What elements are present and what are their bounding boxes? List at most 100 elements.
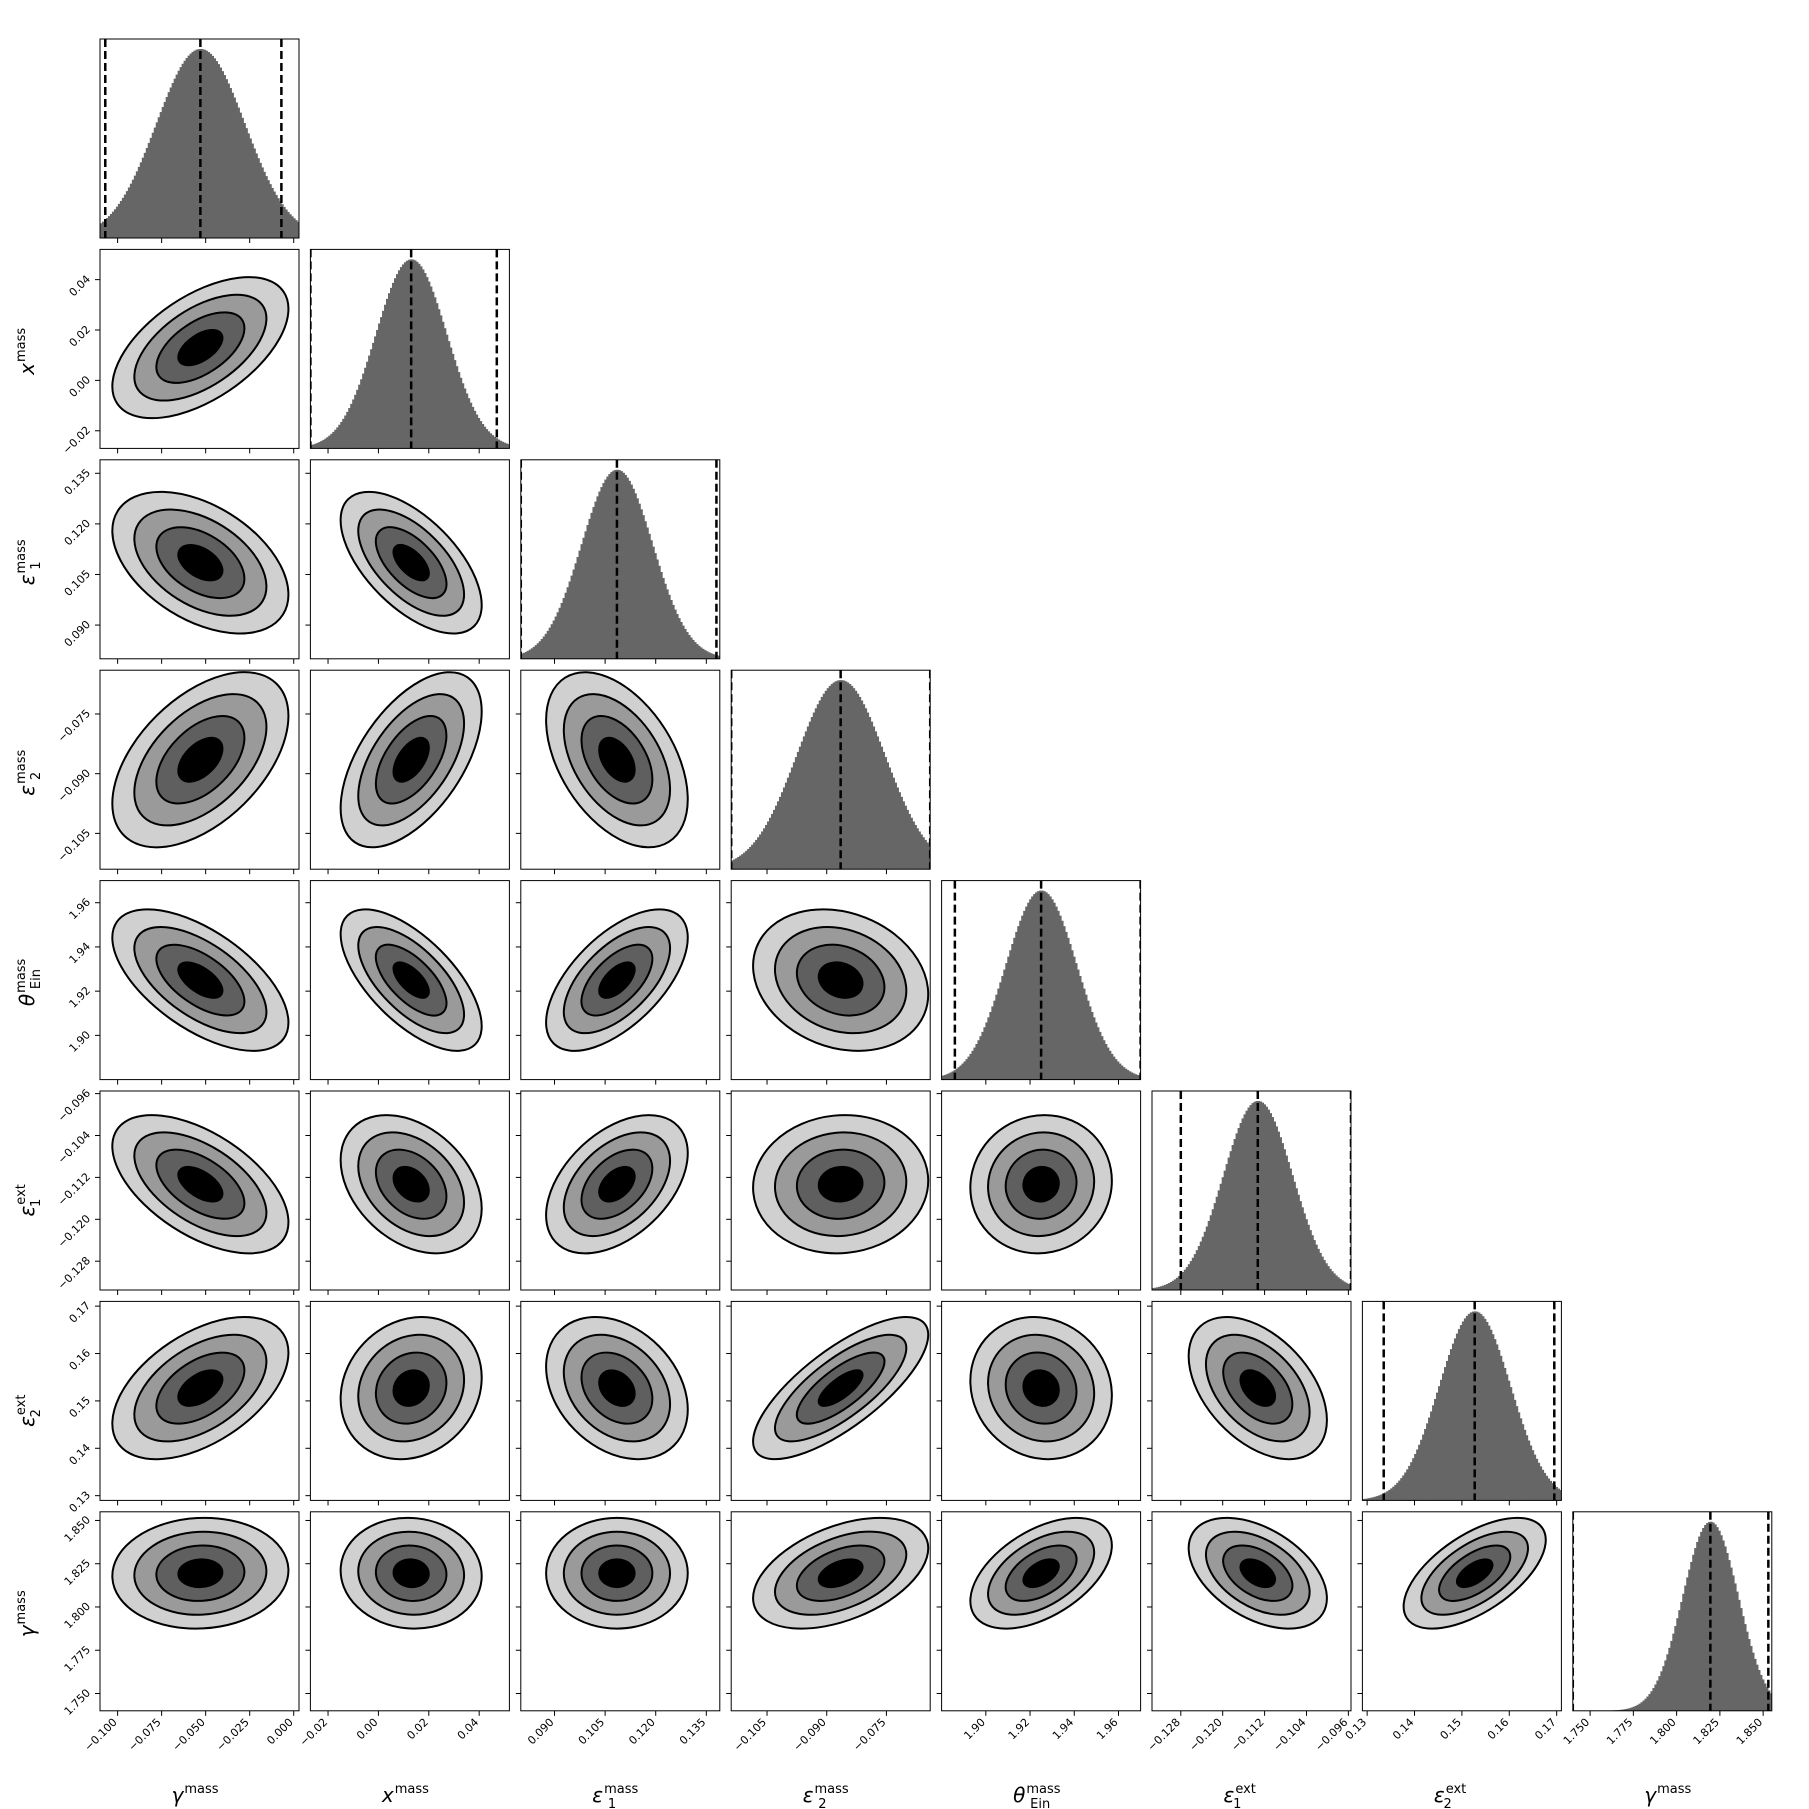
histogram-bar bbox=[985, 1022, 988, 1080]
histogram-bar bbox=[1741, 1616, 1745, 1711]
x-tick-label: 1.90 bbox=[961, 1716, 988, 1743]
histogram-bar bbox=[636, 498, 639, 659]
panel-frame bbox=[309, 459, 510, 660]
histogram-bar bbox=[499, 440, 503, 449]
histogram-bar bbox=[832, 682, 836, 870]
histogram-bar bbox=[366, 361, 369, 449]
histogram-bar bbox=[384, 304, 387, 449]
histogram-bar bbox=[207, 52, 211, 238]
contour-panel-2-1 bbox=[305, 459, 510, 664]
histogram-bar bbox=[241, 117, 244, 238]
histogram-bar bbox=[1321, 1256, 1324, 1290]
histogram-bar bbox=[505, 443, 509, 449]
plot-area bbox=[545, 1114, 689, 1255]
panel-frame bbox=[730, 880, 931, 1081]
histogram-bar bbox=[1374, 1496, 1377, 1501]
histogram-bar bbox=[247, 133, 250, 238]
plot-area bbox=[1187, 1316, 1328, 1461]
histogram-bar bbox=[455, 366, 459, 449]
histogram-bar bbox=[622, 472, 625, 659]
histogram-bar bbox=[463, 388, 467, 449]
histogram-bar bbox=[1471, 1311, 1475, 1501]
histogram-bar bbox=[263, 171, 266, 238]
histogram-bar bbox=[955, 1068, 959, 1080]
histogram-bar bbox=[382, 310, 385, 449]
histogram-bar bbox=[993, 1000, 996, 1080]
histogram-bar bbox=[1049, 896, 1052, 1080]
histogram-bar bbox=[1505, 1374, 1509, 1501]
panel-frame bbox=[309, 1090, 510, 1291]
histogram-bar bbox=[1737, 1599, 1741, 1711]
histogram-bar bbox=[1193, 1254, 1197, 1290]
contour-level bbox=[177, 736, 224, 783]
histogram-bar bbox=[959, 1065, 963, 1080]
histogram-bar bbox=[1102, 1040, 1106, 1080]
histogram-bar bbox=[1261, 1102, 1265, 1290]
histogram-bar bbox=[1745, 1631, 1749, 1711]
histogram-panel-5 bbox=[1151, 1090, 1352, 1295]
histogram-bar bbox=[1307, 1224, 1310, 1290]
histogram-bar bbox=[145, 147, 149, 238]
histogram-bar bbox=[737, 856, 740, 870]
histogram-bar bbox=[792, 762, 796, 870]
histogram-bar bbox=[453, 360, 457, 449]
histogram-bar bbox=[1763, 1683, 1767, 1711]
histogram-bar bbox=[908, 813, 911, 870]
histogram-bar bbox=[1513, 1399, 1517, 1501]
histogram-bar bbox=[842, 680, 846, 870]
histogram-bar bbox=[674, 609, 677, 659]
contour-panel-5-4 bbox=[936, 1090, 1142, 1295]
plot-area bbox=[969, 1316, 1113, 1461]
histogram-bar bbox=[989, 1011, 992, 1080]
histogram-bar bbox=[380, 317, 383, 449]
histogram-bar bbox=[1747, 1639, 1751, 1711]
histogram-bar bbox=[1497, 1349, 1501, 1501]
histogram-bar bbox=[1644, 1698, 1648, 1711]
histogram-bar bbox=[1712, 1522, 1715, 1711]
histogram-bar bbox=[1183, 1269, 1187, 1290]
histogram-bar bbox=[1749, 1646, 1753, 1711]
x-tick-label: −0.025 bbox=[214, 1716, 252, 1754]
histogram-bar bbox=[1323, 1260, 1326, 1290]
histogram-bar bbox=[1392, 1486, 1395, 1501]
histogram-bar bbox=[693, 642, 697, 659]
contour-level bbox=[177, 961, 224, 999]
histogram-bar bbox=[1640, 1702, 1644, 1711]
histogram-bar bbox=[1023, 910, 1026, 1080]
histogram-bar bbox=[310, 444, 313, 449]
histogram-bar bbox=[485, 429, 489, 449]
histogram-bar bbox=[1343, 1281, 1346, 1290]
histogram-bar bbox=[1110, 1053, 1114, 1080]
histogram-bar bbox=[1072, 956, 1076, 1080]
histogram-bar bbox=[1271, 1117, 1274, 1290]
histogram-bar bbox=[534, 645, 538, 659]
contour-panel-6-3 bbox=[726, 1300, 931, 1506]
histogram-bar bbox=[129, 183, 133, 238]
histogram-bar bbox=[717, 655, 720, 659]
x-tick-label: 1.94 bbox=[1050, 1716, 1077, 1743]
histogram-bar bbox=[1237, 1128, 1241, 1290]
histogram-bar bbox=[390, 287, 393, 449]
histogram-bar bbox=[1376, 1495, 1379, 1501]
panel-frame bbox=[99, 1511, 300, 1712]
x-tick-label: 0.02 bbox=[404, 1716, 431, 1743]
x-tick-label: 1.92 bbox=[1006, 1716, 1033, 1743]
histogram-bar bbox=[1315, 1244, 1318, 1290]
plot-area bbox=[545, 908, 689, 1052]
x-tick-label: −0.075 bbox=[851, 1716, 889, 1754]
histogram-bar bbox=[1384, 1492, 1387, 1501]
histogram-bar bbox=[840, 680, 844, 870]
histogram-bar bbox=[195, 49, 199, 238]
histogram-bar bbox=[709, 653, 713, 659]
histogram-bar bbox=[882, 751, 886, 870]
panel-frame bbox=[309, 880, 510, 1081]
plot-area bbox=[1572, 1511, 1772, 1711]
histogram-bar bbox=[1161, 1285, 1165, 1290]
panel-frame bbox=[520, 1511, 721, 1712]
histogram-bar bbox=[167, 92, 171, 238]
histogram-bar bbox=[1432, 1405, 1435, 1501]
histogram-bar bbox=[487, 431, 491, 449]
histogram-bar bbox=[119, 200, 123, 238]
histogram-bar bbox=[249, 138, 252, 238]
